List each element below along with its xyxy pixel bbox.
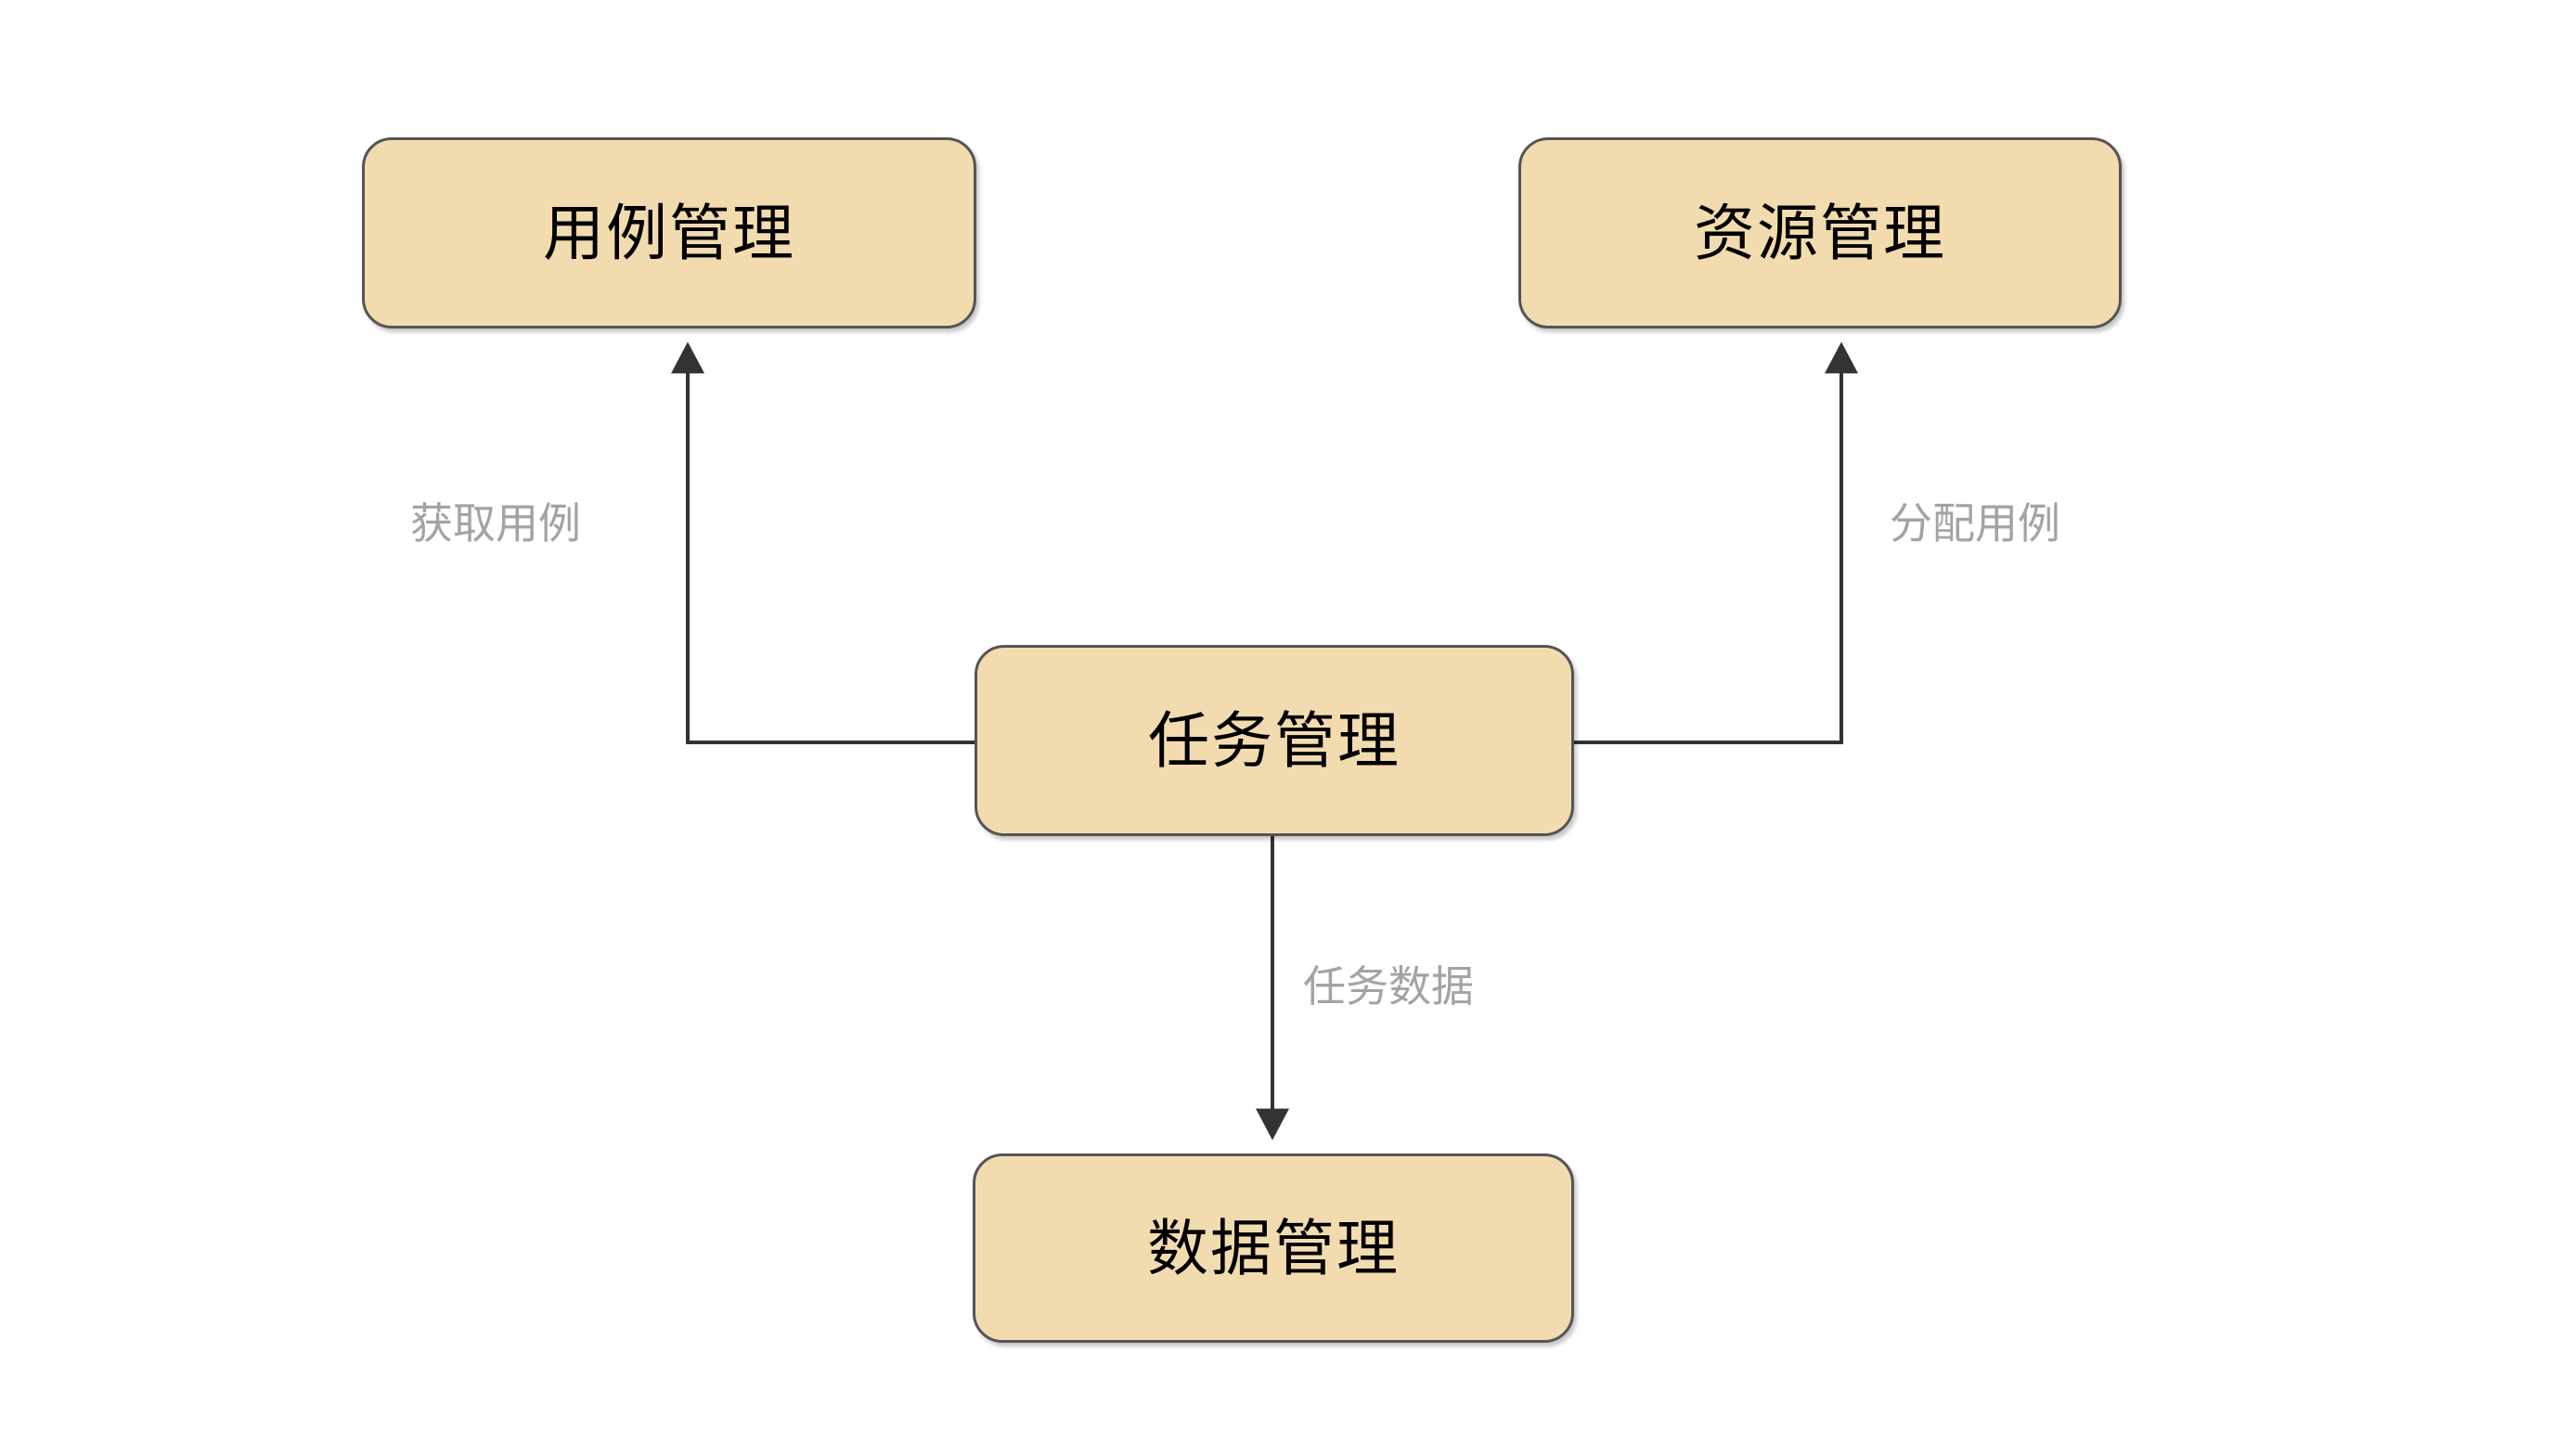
node-resource-management[interactable]: 资源管理	[1518, 137, 2122, 329]
node-label: 任务管理	[1148, 706, 1401, 775]
node-data-management[interactable]: 数据管理	[973, 1153, 1574, 1343]
edge-label-task-data: 任务数据	[1297, 963, 1479, 1010]
node-label: 数据管理	[1147, 1214, 1400, 1282]
edge-task-to-resource	[1574, 341, 1858, 744]
node-usecase-management[interactable]: 用例管理	[362, 137, 976, 329]
edge-task-to-usecase	[671, 341, 975, 744]
node-task-management[interactable]: 任务管理	[975, 645, 1574, 836]
node-label: 用例管理	[543, 199, 795, 267]
edge-label-assign-usecase: 分配用例	[1884, 500, 2066, 547]
edge-label-fetch-usecase: 获取用例	[405, 500, 587, 547]
node-label: 资源管理	[1694, 199, 1946, 267]
